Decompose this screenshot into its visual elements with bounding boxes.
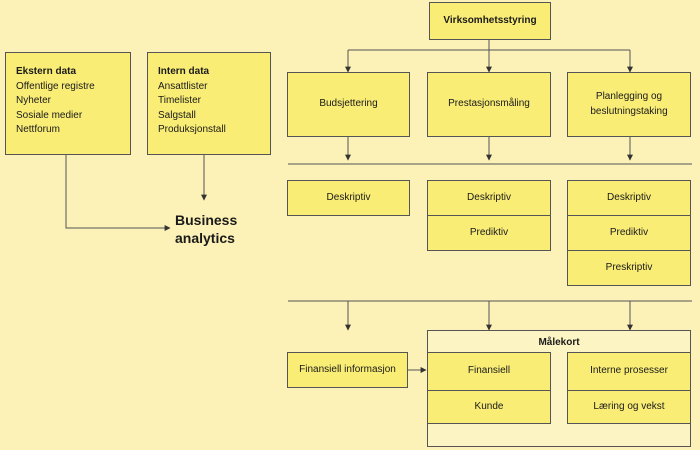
intern-data-item: Salgstall <box>158 109 196 121</box>
intern-data-item: Produksjonstall <box>158 124 226 135</box>
ekstern-data-item: Sosiale medier <box>16 109 83 121</box>
intern-data-item: Timelister <box>158 95 201 106</box>
ekstern-data-item: Nyheter <box>16 95 52 106</box>
scorecard-kunde: Kunde <box>427 390 551 424</box>
ekstern-data-title: Ekstern data <box>16 66 77 77</box>
node-ekstern-data: Ekstern data Offentlige registre Nyheter… <box>5 52 131 155</box>
node-prestasjonsmaling: Prestasjonsmåling <box>427 72 551 137</box>
ekstern-data-item: Nettforum <box>16 124 60 135</box>
node-col1-deskriptiv: Deskriptiv <box>287 180 410 216</box>
business-analytics-label: Business analytics <box>175 212 238 246</box>
node-finansiell-informasjon: Finansiell informasjon <box>287 352 408 388</box>
node-col3-deskriptiv: Deskriptiv <box>567 180 691 216</box>
node-budsjettering: Budsjettering <box>287 72 410 137</box>
scorecard-laering-og-vekst: Læring og vekst <box>567 390 691 424</box>
intern-data-item: Ansattlister <box>158 80 208 92</box>
intern-data-title: Intern data <box>158 66 210 77</box>
ekstern-data-item: Offentlige registre <box>16 80 95 92</box>
node-planlegging: Planlegging og beslutningstaking <box>567 72 691 137</box>
scorecard-finansiell: Finansiell <box>427 352 551 391</box>
node-virksomhetsstyring: Virksomhetsstyring <box>429 2 551 40</box>
scorecard-title: Målekort <box>538 337 580 348</box>
node-intern-data: Intern data Ansattlister Timelister Salg… <box>147 52 271 155</box>
node-col3-preskriptiv: Preskriptiv <box>567 250 691 286</box>
node-col3-prediktiv: Prediktiv <box>567 215 691 251</box>
node-col2-prediktiv: Prediktiv <box>427 215 551 251</box>
scorecard-interne-prosesser: Interne prosesser <box>567 352 691 391</box>
arrow-external-to-ba <box>65 155 171 231</box>
node-col2-deskriptiv: Deskriptiv <box>427 180 551 216</box>
